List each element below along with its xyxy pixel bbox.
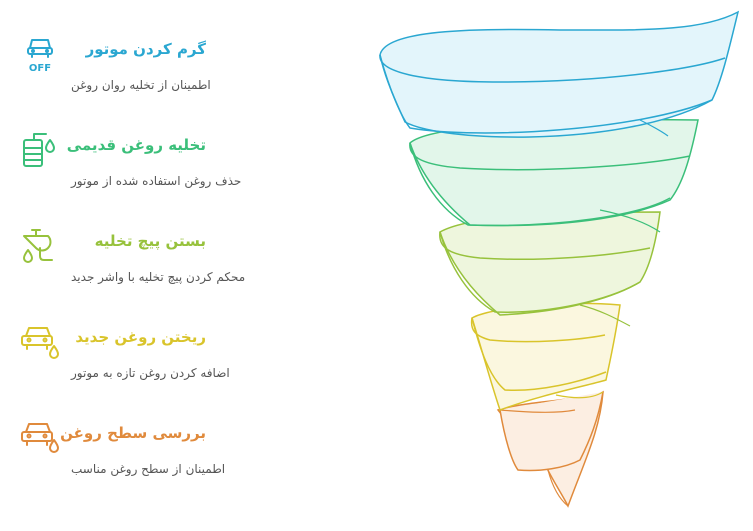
step-title: تخلیه روغن قدیمی [66, 136, 206, 154]
step-description: اضافه کردن روغن تازه به موتور [71, 366, 230, 380]
step-description: اطمینان از تخلیه روان روغن [71, 78, 211, 92]
car-engine-off-icon: OFF [27, 39, 53, 74]
step-warm-engine: OFF گرم کردن موتور اطمینان از تخلیه روان… [20, 34, 340, 114]
svg-text:OFF: OFF [29, 63, 51, 74]
funnel-layer-1 [379, 10, 740, 138]
step-description: محکم کردن پیچ تخلیه با واشر جدید [71, 270, 246, 284]
car-oil-level-icon [21, 423, 59, 453]
step-pour-new-oil: ریختن روغن جدید اضافه کردن روغن تازه به … [20, 322, 340, 402]
step-check-oil-level: بررسی سطح روغن اطمینان از سطح روغن مناسب [20, 418, 340, 498]
oil-can-drain-icon [23, 133, 55, 167]
step-description: اطمینان از سطح روغن مناسب [71, 462, 226, 476]
step-title: بستن پیچ تخلیه [94, 232, 206, 250]
step-drain-old-oil: تخلیه روغن قدیمی حذف روغن استفاده شده از… [20, 130, 340, 210]
drain-plug-icon [23, 229, 53, 263]
step-title: بررسی سطح روغن [60, 424, 206, 442]
funnel-layer-3 [439, 211, 661, 327]
funnel-layer-4 [470, 302, 621, 411]
spiral-funnel [379, 10, 740, 508]
step-description: حذف روغن استفاده شده از موتور [71, 174, 242, 188]
step-close-drain-plug: بستن پیچ تخلیه محکم کردن پیچ تخلیه با وا… [20, 226, 340, 306]
funnel-layer-5 [496, 390, 604, 508]
step-title: گرم کردن موتور [85, 40, 206, 58]
step-title: ریختن روغن جدید [75, 328, 206, 346]
funnel-layer-2 [409, 118, 699, 233]
car-oil-drop-icon [21, 327, 59, 359]
